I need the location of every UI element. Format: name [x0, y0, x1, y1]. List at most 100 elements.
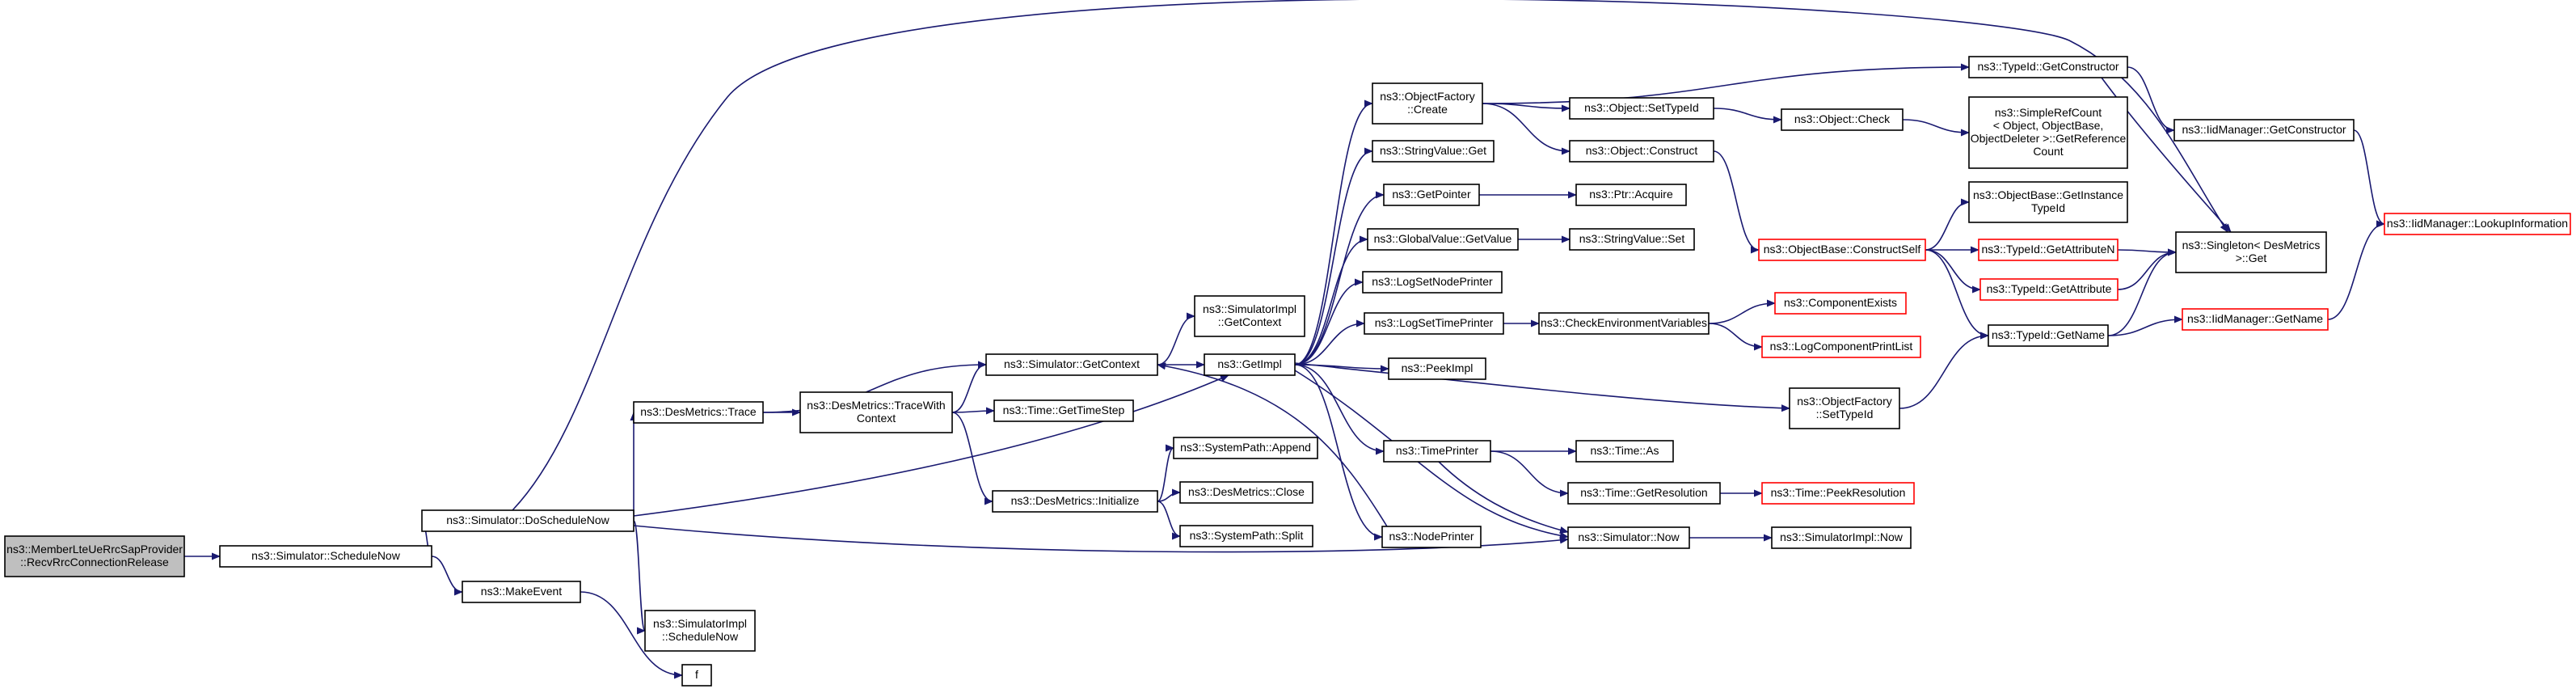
- node-singleton_get[interactable]: ns3::Singleton< DesMetrics>::Get: [2175, 231, 2327, 273]
- node-label: ns3::Time::GetResolution: [1580, 486, 1707, 499]
- node-label: ns3::Object::SetTypeId: [1584, 101, 1699, 114]
- node-root[interactable]: ns3::MemberLteUeRrcSapProvider::RecvRrcC…: [4, 535, 185, 577]
- node-peek_impl[interactable]: ns3::PeekImpl: [1388, 357, 1486, 380]
- node-sp_split[interactable]: ns3::SystemPath::Split: [1179, 525, 1313, 547]
- node-iid_get_ctor[interactable]: ns3::IidManager::GetConstructor: [2173, 119, 2355, 142]
- node-tid_get_attr_n[interactable]: ns3::TypeId::GetAttributeN: [1978, 239, 2119, 261]
- node-sim_get_ctx[interactable]: ns3::Simulator::GetContext: [985, 353, 1158, 376]
- node-sched_now[interactable]: ns3::Simulator::ScheduleNow: [219, 545, 432, 568]
- node-of_create[interactable]: ns3::ObjectFactory::Create: [1372, 82, 1483, 125]
- node-sv_get[interactable]: ns3::StringValue::Get: [1372, 140, 1495, 163]
- edge-get_impl-to-log_set_time: [1294, 319, 1365, 366]
- node-label: ns3::NodePrinter: [1389, 530, 1474, 543]
- node-label: ObjectDeleter >::GetReference: [1971, 132, 2127, 145]
- node-label: < Object, ObjectBase,: [1993, 119, 2104, 132]
- node-simimpl_get_ctx[interactable]: ns3::SimulatorImpl::GetContext: [1194, 295, 1305, 337]
- edge-of_create-to-obj_construct: [1482, 103, 1570, 155]
- node-box: [633, 401, 764, 424]
- node-iid_get_name[interactable]: ns3::IidManager::GetName: [2182, 308, 2329, 331]
- node-label: ns3::Time::PeekResolution: [1771, 486, 1906, 499]
- edge-check_env-to-comp_exists: [1708, 299, 1776, 324]
- edge-des_init-to-des_close: [1157, 488, 1181, 502]
- node-box: [681, 664, 712, 687]
- node-log_set_time[interactable]: ns3::LogSetTimePrinter: [1364, 312, 1504, 335]
- node-des_trace[interactable]: ns3::DesMetrics::Trace: [633, 401, 764, 424]
- node-label: ns3::MakeEvent: [481, 585, 562, 598]
- node-log_comp_print[interactable]: ns3::LogComponentPrintList: [1761, 336, 1921, 358]
- edge-time_printer-to-time_get_res: [1490, 450, 1569, 497]
- node-box: [1774, 292, 1907, 315]
- node-box: [421, 509, 635, 532]
- node-make_event[interactable]: ns3::MakeEvent: [462, 581, 581, 603]
- node-obj_set_tid[interactable]: ns3::Object::SetTypeId: [1569, 97, 1714, 120]
- node-box: [462, 581, 581, 603]
- node-label: ns3::DesMetrics::TraceWith: [807, 399, 945, 412]
- node-time_get_res[interactable]: ns3::Time::GetResolution: [1567, 482, 1721, 505]
- node-label: ns3::StringValue::Set: [1579, 232, 1685, 245]
- node-box: [644, 610, 756, 652]
- node-box: [1979, 278, 2119, 301]
- node-label: ns3::StringValue::Get: [1380, 144, 1486, 157]
- node-label: ::SetTypeId: [1816, 408, 1874, 420]
- node-ob_construct_self[interactable]: ns3::ObjectBase::ConstructSelf: [1758, 239, 1926, 261]
- node-label: ns3::MemberLteUeRrcSapProvider: [6, 543, 183, 556]
- node-des_close[interactable]: ns3::DesMetrics::Close: [1179, 481, 1313, 504]
- node-f[interactable]: f: [681, 664, 712, 687]
- node-label: ns3::GlobalValue::GetValue: [1374, 232, 1512, 245]
- node-box: [2173, 119, 2355, 142]
- edge-des_init-to-sp_append: [1157, 444, 1174, 502]
- node-time_printer[interactable]: ns3::TimePrinter: [1383, 440, 1491, 463]
- node-tid_get_ctor[interactable]: ns3::TypeId::GetConstructor: [1968, 56, 2128, 78]
- node-sp_append[interactable]: ns3::SystemPath::Append: [1173, 437, 1318, 459]
- node-obj_construct[interactable]: ns3::Object::Construct: [1569, 140, 1714, 163]
- node-get_pointer[interactable]: ns3::GetPointer: [1383, 184, 1480, 206]
- node-tid_get_attr[interactable]: ns3::TypeId::GetAttribute: [1979, 278, 2119, 301]
- node-check_env[interactable]: ns3::CheckEnvironmentVariables: [1538, 312, 1710, 335]
- edge-tid_get_attr_n-to-singleton_get: [2117, 248, 2177, 256]
- node-ptr_acquire[interactable]: ns3::Ptr::Acquire: [1575, 184, 1687, 206]
- node-label: ns3::SimulatorImpl: [653, 617, 747, 630]
- node-box: [993, 399, 1134, 422]
- node-gv_get_value[interactable]: ns3::GlobalValue::GetValue: [1367, 228, 1519, 251]
- node-label: ns3::Time::GetTimeStep: [1003, 404, 1125, 416]
- edge-sched_now-to-make_event: [431, 556, 463, 596]
- node-simimpl_sched_now[interactable]: ns3::SimulatorImpl::ScheduleNow: [644, 610, 756, 652]
- node-label: ::GetContext: [1218, 315, 1282, 328]
- node-time_peek_res[interactable]: ns3::Time::PeekResolution: [1761, 482, 1915, 505]
- node-comp_exists[interactable]: ns3::ComponentExists: [1774, 292, 1907, 315]
- edge-check_env-to-log_comp_print: [1708, 323, 1763, 351]
- node-of_set_tid[interactable]: ns3::ObjectFactory::SetTypeId: [1789, 387, 1900, 429]
- node-des_init[interactable]: ns3::DesMetrics::Initialize: [992, 490, 1158, 513]
- edge-get_impl-to-log_set_node: [1294, 278, 1364, 366]
- node-box: [4, 535, 185, 577]
- node-time_get_step[interactable]: ns3::Time::GetTimeStep: [993, 399, 1134, 422]
- node-box: [1761, 482, 1915, 505]
- node-do_sched_now[interactable]: ns3::Simulator::DoScheduleNow: [421, 509, 635, 532]
- node-box: [1567, 526, 1690, 549]
- node-label: TypeId: [2031, 201, 2065, 214]
- edge-of_create-to-tid_get_ctor: [1482, 63, 1970, 104]
- node-label: Context: [857, 412, 896, 425]
- node-box: [1538, 312, 1710, 335]
- node-box: [1383, 184, 1480, 206]
- node-sv_set[interactable]: ns3::StringValue::Set: [1569, 228, 1695, 251]
- node-obj_check[interactable]: ns3::Object::Check: [1781, 108, 1904, 131]
- edge-des_trace_ctx-to-sim_get_ctx: [951, 361, 987, 413]
- node-sim_now[interactable]: ns3::Simulator::Now: [1567, 526, 1690, 549]
- edge-get_impl-to-of_set_tid: [1294, 362, 1790, 412]
- node-log_set_node[interactable]: ns3::LogSetNodePrinter: [1362, 271, 1503, 294]
- node-tid_get_name[interactable]: ns3::TypeId::GetName: [1988, 324, 2109, 347]
- node-simple_ref[interactable]: ns3::SimpleRefCount< Object, ObjectBase,…: [1968, 96, 2128, 169]
- node-node_printer[interactable]: ns3::NodePrinter: [1381, 526, 1482, 548]
- node-simimpl_now[interactable]: ns3::SimulatorImpl::Now: [1771, 526, 1912, 549]
- node-iid_lookup[interactable]: ns3::IidManager::LookupInformation: [2384, 213, 2571, 235]
- node-box: [1194, 295, 1305, 337]
- node-box: [1968, 181, 2128, 223]
- node-get_impl[interactable]: ns3::GetImpl: [1204, 353, 1296, 376]
- node-label: ::RecvRrcConnectionRelease: [20, 556, 169, 568]
- node-time_as[interactable]: ns3::Time::As: [1575, 440, 1674, 463]
- edge-of_set_tid-to-tid_get_name: [1899, 332, 1989, 409]
- edge-do_sched_now-to-simimpl_sched_now: [633, 520, 646, 635]
